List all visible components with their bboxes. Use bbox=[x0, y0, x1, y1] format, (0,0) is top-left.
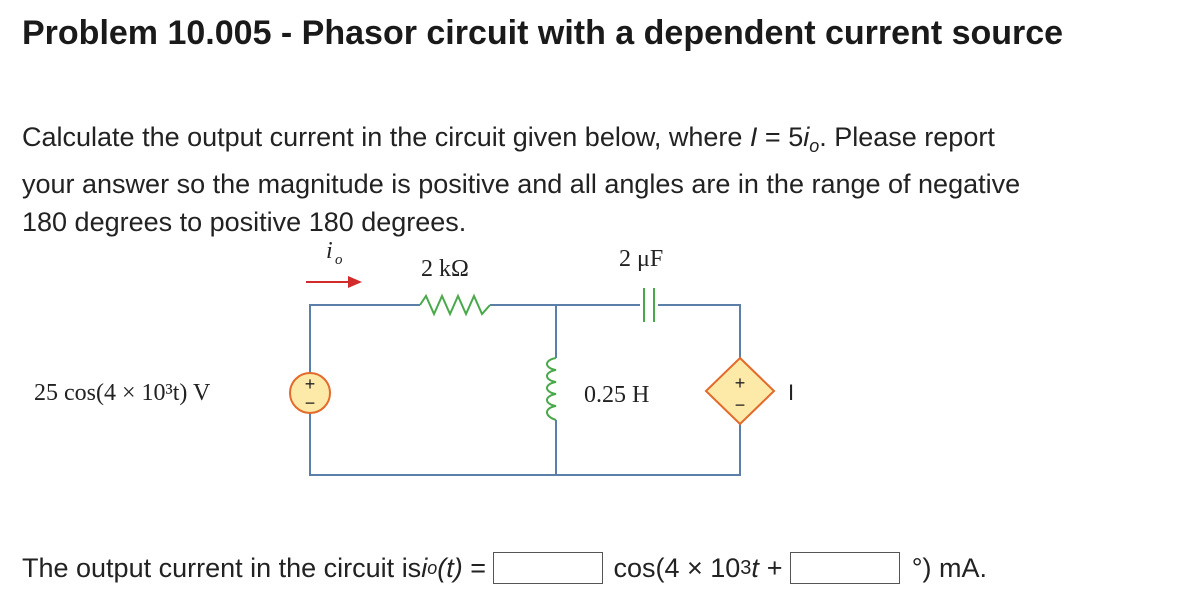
label-voltage-source: 25 cos(4 × 10³t) V bbox=[34, 380, 211, 406]
capacitor-symbol bbox=[643, 288, 655, 322]
dep-minus: − bbox=[735, 395, 746, 415]
answer-line: The output current in the circuit is i o… bbox=[22, 548, 987, 588]
label-resistor: 2 kΩ bbox=[421, 256, 469, 282]
answer-t-plus: t + bbox=[751, 553, 790, 583]
statement-text: Calculate the output current in the circ… bbox=[22, 122, 750, 152]
var-io-sub: o bbox=[809, 136, 820, 156]
statement-line-3: 180 degrees to positive 180 degrees. bbox=[22, 207, 467, 237]
circuit-diagram: + − + − i o 2 kΩ 2 μF 0.25 H 25 cos(4 × … bbox=[34, 238, 794, 476]
label-inductor: 0.25 H bbox=[584, 382, 649, 408]
inductor-symbol bbox=[546, 357, 557, 421]
vs-minus: − bbox=[305, 393, 316, 413]
label-capacitor: 2 μF bbox=[619, 246, 663, 272]
label-io-sub: o bbox=[335, 252, 343, 268]
answer-prefix: The output current in the circuit is bbox=[22, 553, 422, 583]
answer-io: i bbox=[421, 553, 428, 583]
problem-title: Problem 10.005 - Phasor circuit with a d… bbox=[22, 14, 1064, 52]
dep-plus: + bbox=[735, 373, 746, 393]
answer-equals: = bbox=[462, 553, 494, 583]
equals-text: = 5 bbox=[757, 122, 804, 152]
answer-arg: (t) bbox=[437, 553, 463, 583]
statement-text-post: . Please report bbox=[819, 122, 995, 152]
var-I: I bbox=[749, 122, 758, 152]
angle-input[interactable] bbox=[789, 552, 900, 584]
magnitude-input[interactable] bbox=[493, 552, 604, 584]
circuit-wires bbox=[309, 304, 741, 476]
dependent-source: + − bbox=[704, 356, 776, 426]
vs-plus: + bbox=[305, 374, 316, 394]
label-io: i bbox=[326, 238, 333, 264]
problem-statement: Calculate the output current in the circ… bbox=[22, 118, 1192, 241]
voltage-source: + − bbox=[289, 372, 331, 414]
answer-suffix: °) mA. bbox=[911, 553, 987, 583]
var-io: i bbox=[803, 122, 810, 152]
statement-line-1: Calculate the output current in the circ… bbox=[22, 118, 1192, 165]
answer-mid: cos(4 × 10 bbox=[613, 553, 741, 583]
resistor-symbol bbox=[419, 293, 491, 317]
current-arrow bbox=[306, 276, 362, 288]
answer-exp: 3 bbox=[740, 557, 752, 579]
label-dep-source: I bbox=[788, 380, 794, 405]
answer-io-sub: o bbox=[427, 558, 438, 578]
statement-line-2: your answer so the magnitude is positive… bbox=[22, 169, 1021, 199]
